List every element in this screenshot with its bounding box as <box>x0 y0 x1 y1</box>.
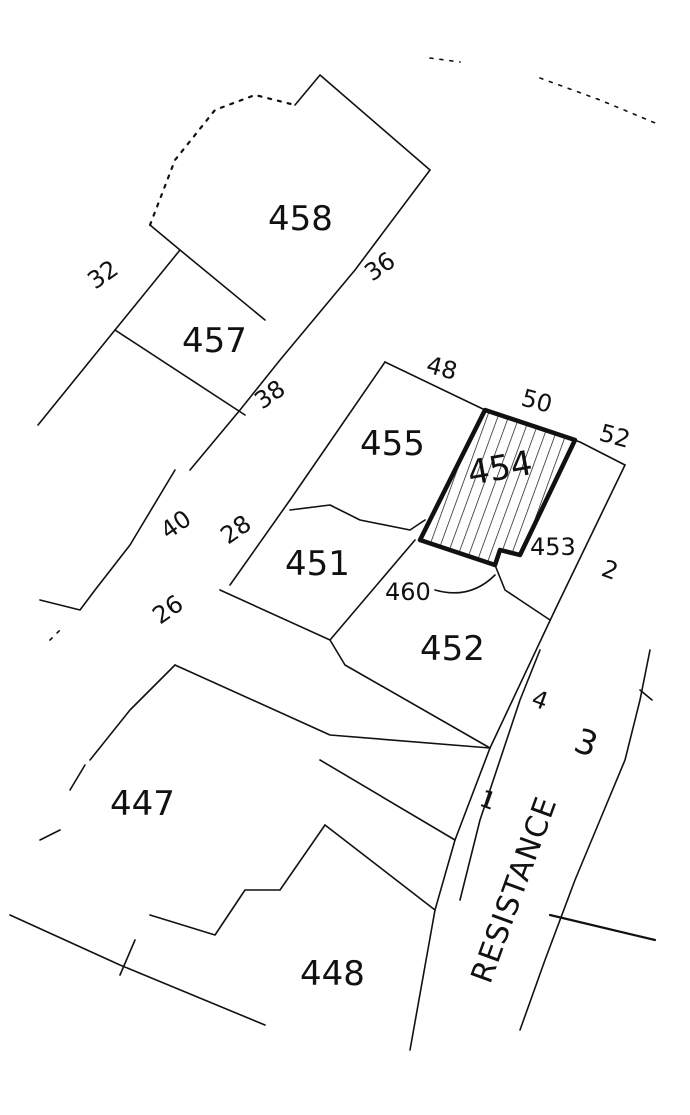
parcel-line <box>174 664 491 749</box>
leader-460 <box>434 574 496 594</box>
lot-458: 458 <box>268 199 333 239</box>
lot-457: 457 <box>182 321 247 361</box>
parcel-line <box>319 759 456 841</box>
parcel-line <box>489 464 626 749</box>
lot-452: 452 <box>420 629 485 669</box>
parcel-line <box>114 249 181 331</box>
lot-448: 448 <box>300 954 365 994</box>
parcel-line <box>39 469 176 611</box>
parcel-line <box>229 361 386 586</box>
parcel-line <box>289 504 426 531</box>
parcel-line <box>219 589 491 749</box>
dim-28: 28 <box>215 509 256 549</box>
street-edge <box>639 689 653 701</box>
dim-50: 50 <box>518 384 555 419</box>
dim-2: 2 <box>598 554 622 586</box>
highlighted-parcel-454-outline <box>417 407 578 568</box>
dim-38: 38 <box>249 374 290 414</box>
street-edge <box>459 649 541 901</box>
side-street-line <box>548 913 657 942</box>
dim-3: 3 <box>569 721 603 766</box>
parcel-line <box>9 914 266 1026</box>
parcel-line <box>119 939 136 976</box>
dashed-boundary-top <box>429 57 661 126</box>
parcel-line <box>149 824 326 936</box>
lot-455: 455 <box>360 424 425 464</box>
dim-26: 26 <box>147 589 188 629</box>
parcel-line <box>329 539 416 641</box>
parcel-line <box>89 664 176 761</box>
lot-453: 453 <box>530 533 576 561</box>
parcel-line <box>189 169 431 471</box>
parcel-line <box>409 747 491 1051</box>
parcel-line-460 <box>494 564 551 621</box>
street-edge <box>519 649 651 1031</box>
dim-1: 1 <box>476 784 500 816</box>
parcel-line <box>114 329 246 416</box>
dim-52: 52 <box>596 419 633 454</box>
parcel-line <box>49 629 61 641</box>
lot-447: 447 <box>110 784 175 824</box>
highlighted-parcel-454 <box>420 410 575 565</box>
lot-451: 451 <box>285 544 350 584</box>
parcel-line <box>324 824 436 911</box>
parcel-line <box>39 764 86 841</box>
dim-32: 32 <box>82 254 123 294</box>
dim-36: 36 <box>359 246 400 286</box>
parcel-line <box>149 224 266 321</box>
parcel-line <box>294 74 431 171</box>
dim-48: 48 <box>423 351 460 386</box>
dim-40: 40 <box>155 504 196 544</box>
parcel-line <box>37 329 116 426</box>
dim-4: 4 <box>528 684 552 716</box>
dotted-boundary-458 <box>148 93 297 227</box>
lot-460: 460 <box>385 578 431 606</box>
